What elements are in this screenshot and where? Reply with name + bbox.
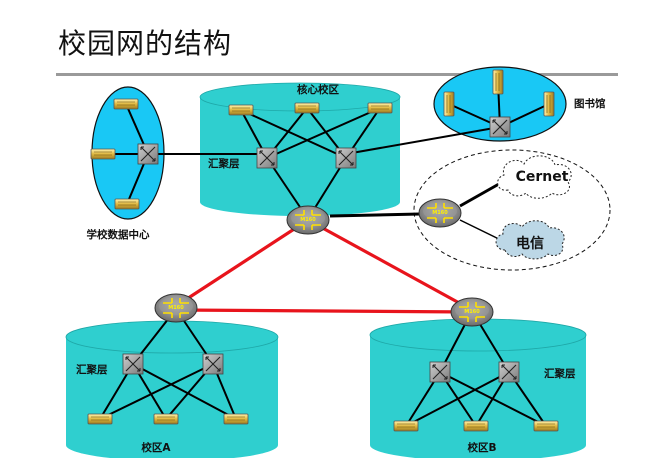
router-label: M160 — [432, 210, 448, 216]
campus-b-router-icon: M160 — [450, 297, 494, 327]
switch-icon — [122, 353, 144, 375]
server-icon — [443, 91, 455, 117]
isp-zone — [413, 149, 611, 271]
data-center-label: 学校数据中心 — [87, 228, 150, 241]
campus-a-router-icon: M160 — [154, 293, 198, 323]
router-label: M160 — [168, 305, 184, 311]
server-icon — [463, 420, 489, 432]
core-router-icon: M160 — [286, 205, 330, 235]
server-icon — [113, 98, 139, 110]
library-zone — [433, 66, 567, 142]
telecom-label: 电信 — [516, 235, 544, 252]
router-label: M160 — [464, 309, 480, 315]
cernet-cloud-icon — [497, 155, 572, 199]
campus-a-label: 校区A — [141, 441, 171, 454]
agg-layer-core-label: 汇聚层 — [208, 157, 240, 170]
telecom-cloud-icon — [495, 220, 565, 260]
red-backbone-links — [175, 218, 473, 314]
campus-b-label: 校区B — [467, 441, 496, 454]
server-icon — [114, 198, 140, 210]
server-icon — [223, 413, 249, 425]
router-label: M160 — [300, 217, 316, 223]
server-icon — [393, 420, 419, 432]
core-campus-label: 核心校区 — [297, 83, 339, 96]
server-icon — [543, 91, 555, 117]
server-icon — [492, 69, 504, 95]
server-icon — [87, 413, 113, 425]
page-title: 校园网的结构 — [58, 27, 233, 60]
campus-b-zone — [369, 318, 587, 458]
server-icon — [153, 413, 179, 425]
switch-icon — [429, 361, 451, 383]
campus-a-zone — [65, 320, 279, 458]
agg-layer-a-label: 汇聚层 — [76, 363, 108, 376]
agg-layer-b-label: 汇聚层 — [544, 367, 576, 380]
server-icon — [228, 104, 254, 116]
server-icon — [90, 148, 116, 160]
server-icon — [294, 102, 320, 114]
switch-icon — [489, 116, 511, 138]
cernet-label: Cernet — [516, 169, 569, 185]
switch-icon — [137, 143, 159, 165]
switch-icon — [256, 147, 278, 169]
server-icon — [533, 420, 559, 432]
switch-icon — [335, 147, 357, 169]
server-icon — [367, 102, 393, 114]
switch-icon — [202, 353, 224, 375]
title-divider — [56, 73, 618, 76]
library-label: 图书馆 — [574, 97, 606, 110]
isp-router-icon: M160 — [418, 198, 462, 228]
switch-icon — [498, 361, 520, 383]
